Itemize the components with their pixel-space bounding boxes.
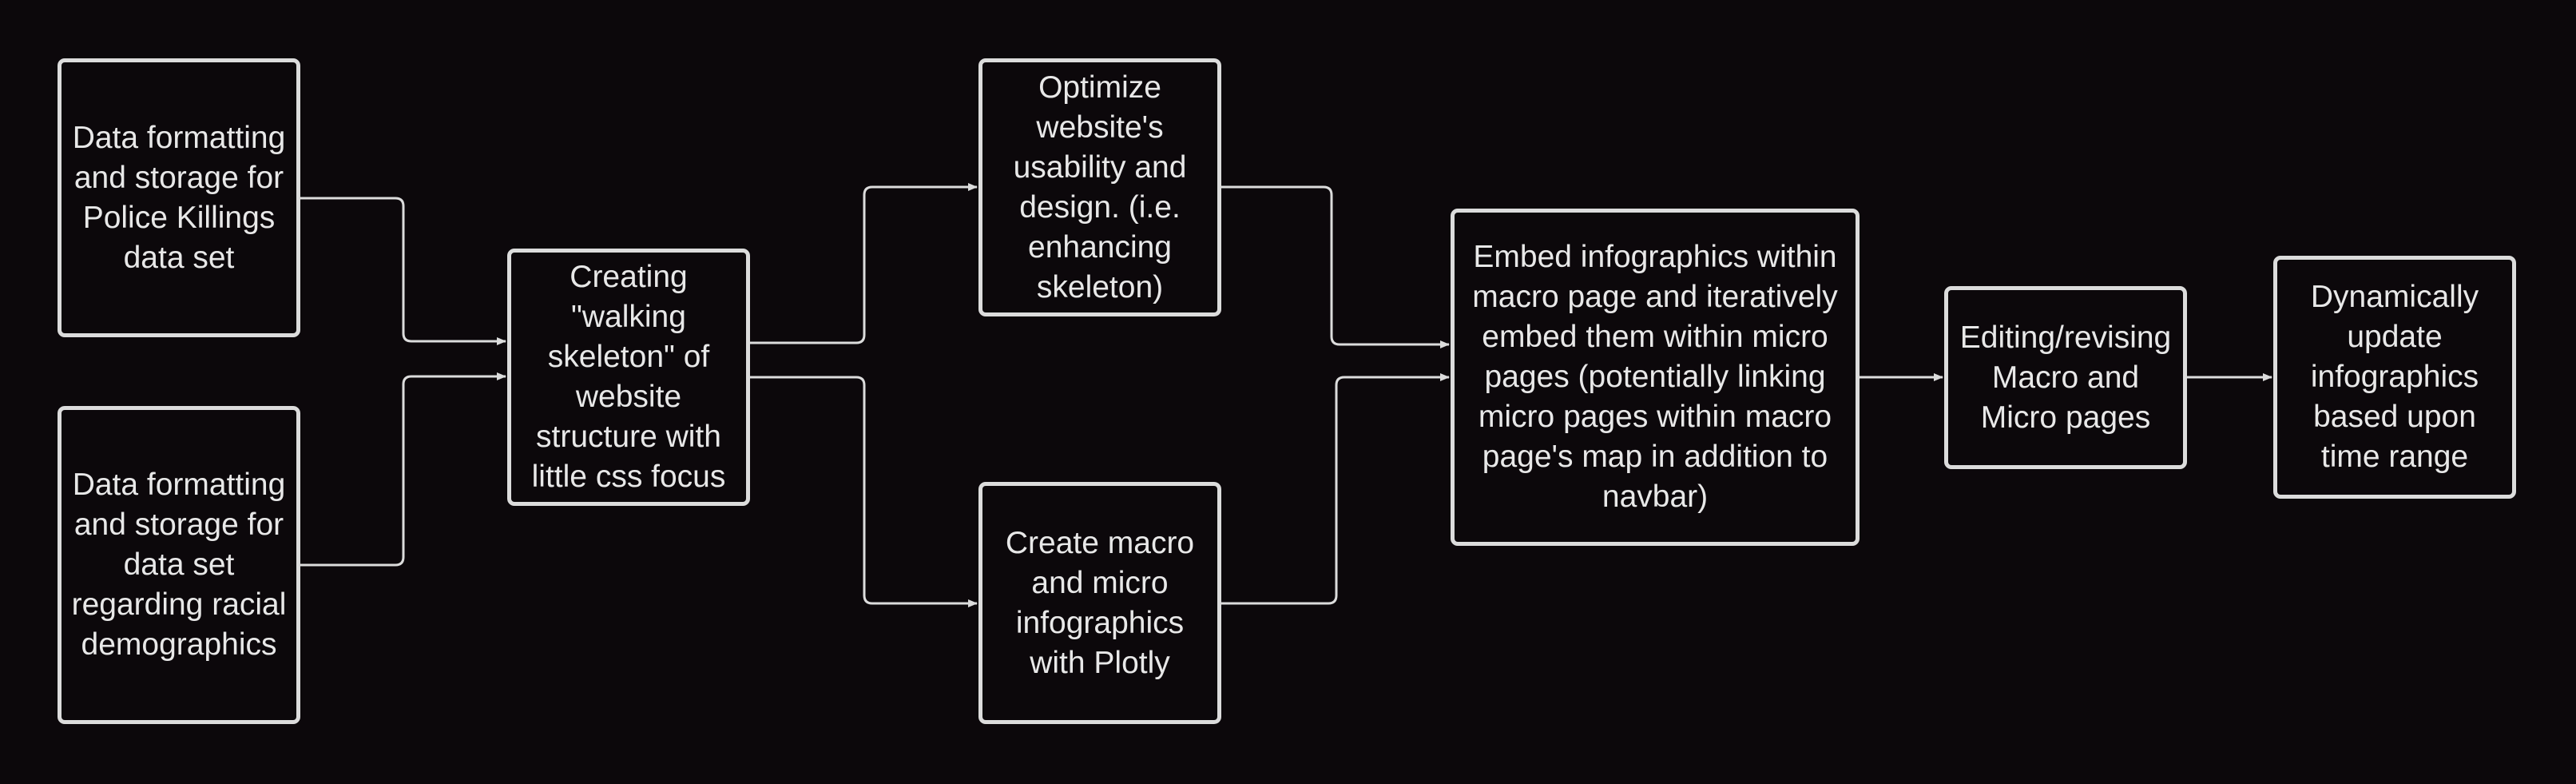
edge-optimize-usability-to-embed-infographics [1221,185,1450,348]
node-police-killings-data-label: Data formatting and storage for Police K… [72,120,286,275]
edge-walking-skeleton-to-create-infographics [750,376,978,607]
node-editing-revising-label: Editing/revising Macro and Micro pages [1959,320,2172,435]
node-police-killings-data: Data formatting and storage for Police K… [58,58,300,337]
node-embed-infographics: Embed infographics within macro page and… [1451,209,1860,546]
node-racial-demographics-data-label: Data formatting and storage for data set… [71,468,287,662]
edge-police-killings-to-walking-skeleton [300,197,506,345]
node-walking-skeleton: Creating "walking skeleton" of website s… [507,249,750,506]
edge-walking-skeleton-to-optimize-usability [750,183,978,344]
node-editing-revising: Editing/revising Macro and Micro pages [1944,286,2187,469]
edge-racial-demographics-to-walking-skeleton [300,372,506,567]
node-optimize-usability: Optimize website's usability and design.… [978,58,1221,316]
node-dynamic-update: Dynamically update infographics based up… [2273,256,2516,499]
node-walking-skeleton-label: Creating "walking skeleton" of website s… [531,260,726,494]
node-embed-infographics-label: Embed infographics within macro page and… [1472,240,1838,514]
edge-create-infographics-to-embed-infographics [1221,373,1450,605]
node-racial-demographics-data: Data formatting and storage for data set… [58,406,300,724]
node-create-infographics: Create macro and micro infographics with… [978,482,1221,724]
node-optimize-usability-label: Optimize website's usability and design.… [1013,70,1187,304]
node-create-infographics-label: Create macro and micro infographics with… [1005,525,1195,680]
node-dynamic-update-label: Dynamically update infographics based up… [2310,280,2479,474]
